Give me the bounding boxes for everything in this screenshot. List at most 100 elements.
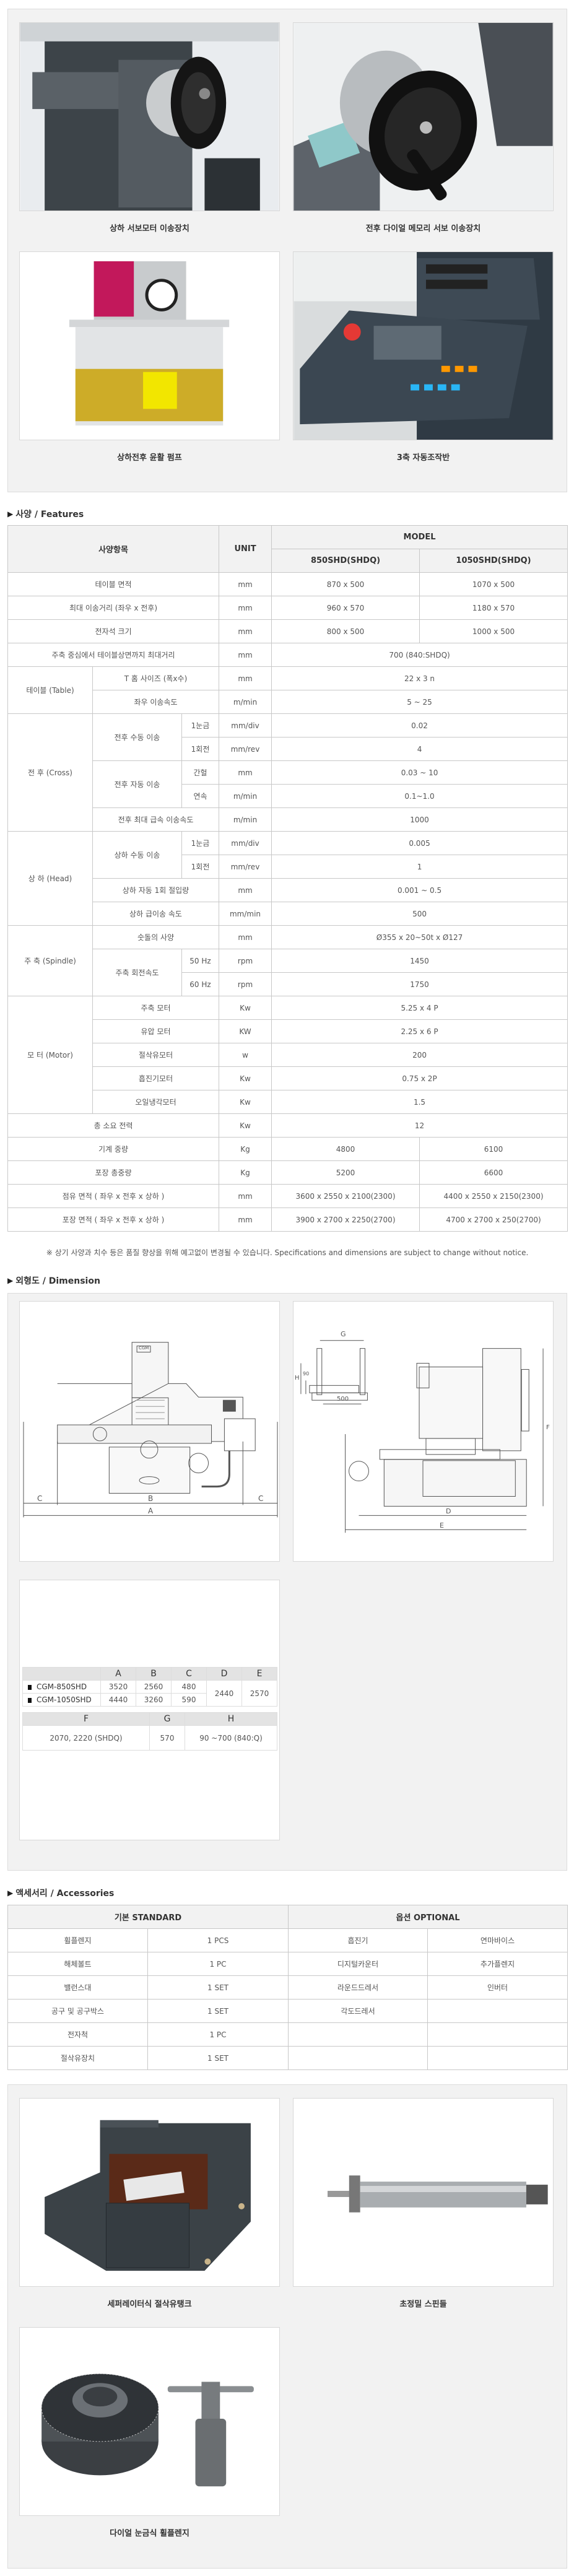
header-model-850: 850SHD(SHDQ) (271, 549, 420, 573)
standard-header: 기본 STANDARD (7, 1905, 289, 1929)
model-name: CGM-1050SHD (37, 1695, 92, 1704)
wheel-flange-image (19, 2327, 280, 2516)
row-value: 12 (271, 1113, 568, 1138)
row-unit: w (219, 1043, 272, 1067)
row-label: 상하 급이송 속도 (92, 902, 220, 926)
photo-caption: 전후 다이얼 메모리 서보 이송장치 (365, 224, 481, 233)
row-unit: Kw (219, 1090, 272, 1114)
spec-table: 사양항목 UNIT MODEL 850SHD(SHDQ) 1050SHD(SHD… (7, 525, 568, 1232)
standard-qty: 1 PCS (147, 1928, 289, 1952)
row-unit: mm (219, 572, 272, 596)
triangle-bullet-icon: ▶ (7, 510, 14, 518)
row-unit: Kg (219, 1160, 272, 1185)
dim-label-f: F (546, 1424, 550, 1431)
header-item: 사양항목 (7, 525, 220, 573)
row-value: Ø355 x 20~50t x Ø127 (271, 925, 568, 949)
row-unit: rpm (219, 972, 272, 996)
col-header: C (171, 1667, 207, 1681)
dim-value: 2560 (136, 1680, 172, 1694)
row-value: 0.03 ~ 10 (271, 760, 568, 785)
row-unit: mm/div (219, 713, 272, 738)
row-value: 3900 x 2700 x 2250(2700) (271, 1208, 420, 1232)
dim-label-500: 500 (337, 1396, 349, 1403)
row-label: 주축 모터 (92, 996, 220, 1020)
row-label: 최대 이송거리 (좌우 x 전후) (7, 596, 220, 620)
row-value: 1450 (271, 949, 568, 973)
group-label: 주 축 (Spindle) (7, 925, 93, 996)
row-unit: mm (219, 1184, 272, 1208)
standard-item: 전자척 (7, 2022, 148, 2047)
row-unit: mm (219, 760, 272, 785)
row-label: 테이블 면적 (7, 572, 220, 596)
optional-header: 옵션 OPTIONAL (288, 1905, 568, 1929)
row-label: T 홈 사이즈 (폭x수) (92, 666, 220, 690)
group-label: 모 터 (Motor) (7, 996, 93, 1114)
row-unit: Kw (219, 1066, 272, 1090)
row-value: 4700 x 2700 x 250(2700) (419, 1208, 568, 1232)
row-unit: Kg (219, 1137, 272, 1161)
row-value: 1750 (271, 972, 568, 996)
accessories-heading-text: 액세서리 / Accessories (15, 1889, 115, 1899)
empty-cell (427, 2022, 568, 2047)
subgroup-label: 상하 수동 이송 (92, 831, 182, 879)
standard-qty: 1 PC (147, 1952, 289, 1976)
col-header: A (100, 1667, 136, 1681)
row-unit: rpm (219, 949, 272, 973)
model-cell: CGM-1050SHD (22, 1693, 101, 1707)
side-view-drawing: G H 90 500 F D E (293, 1301, 554, 1562)
row-value: 1180 x 570 (419, 596, 568, 620)
photo-caption: 세퍼레이터식 절삭유탱크 (107, 2300, 192, 2309)
standard-qty: 1 SET (147, 1999, 289, 2023)
row-value: 5 ~ 25 (271, 690, 568, 714)
row-value: 5200 (271, 1160, 420, 1185)
col-header: F (22, 1712, 150, 1726)
accessory-photo-gallery: 세퍼레이터식 절삭유탱크 초정밀 스핀들 다이얼 눈금식 휠플렌지 (7, 2084, 567, 2569)
optional-item: 연마바이스 (427, 1928, 568, 1952)
col-header: G (149, 1712, 185, 1726)
row-value: 4400 x 2550 x 2150(2300) (419, 1184, 568, 1208)
dim-value: 2070, 2220 (SHDQ) (22, 1725, 150, 1751)
row-value: 6100 (419, 1137, 568, 1161)
optional-item: 라운드드레서 (288, 1975, 428, 1999)
dim-label-e: E (440, 1521, 444, 1530)
group-label: 테이블 (Table) (7, 666, 93, 714)
spindle-image (293, 2098, 554, 2287)
dim-label-a: A (148, 1507, 154, 1515)
row-label: 기계 중량 (7, 1137, 220, 1161)
row-label: 절삭유모터 (92, 1043, 220, 1067)
standard-item: 밸런스대 (7, 1975, 148, 1999)
standard-qty: 1 PC (147, 2022, 289, 2047)
square-bullet-icon (28, 1684, 32, 1690)
row-unit: mm (219, 666, 272, 690)
row-value: 800 x 500 (271, 619, 420, 643)
row-value: 4800 (271, 1137, 420, 1161)
row-value: 0.75 x 2P (271, 1066, 568, 1090)
dim-label-90: 90 (303, 1371, 310, 1377)
group-label: 전 후 (Cross) (7, 713, 93, 832)
row-value: 870 x 500 (271, 572, 420, 596)
col-header: D (206, 1667, 242, 1681)
optional-item: 흡진기 (288, 1928, 428, 1952)
standard-item: 절삭유장치 (7, 2046, 148, 2070)
photo-caption: 초정밀 스핀들 (399, 2300, 447, 2309)
accessories-heading: ▶ 액세서리 / Accessories (7, 1887, 114, 1899)
row-value: 1.5 (271, 1090, 568, 1114)
row-label: 전자석 크기 (7, 619, 220, 643)
triangle-bullet-icon: ▶ (7, 1889, 14, 1897)
